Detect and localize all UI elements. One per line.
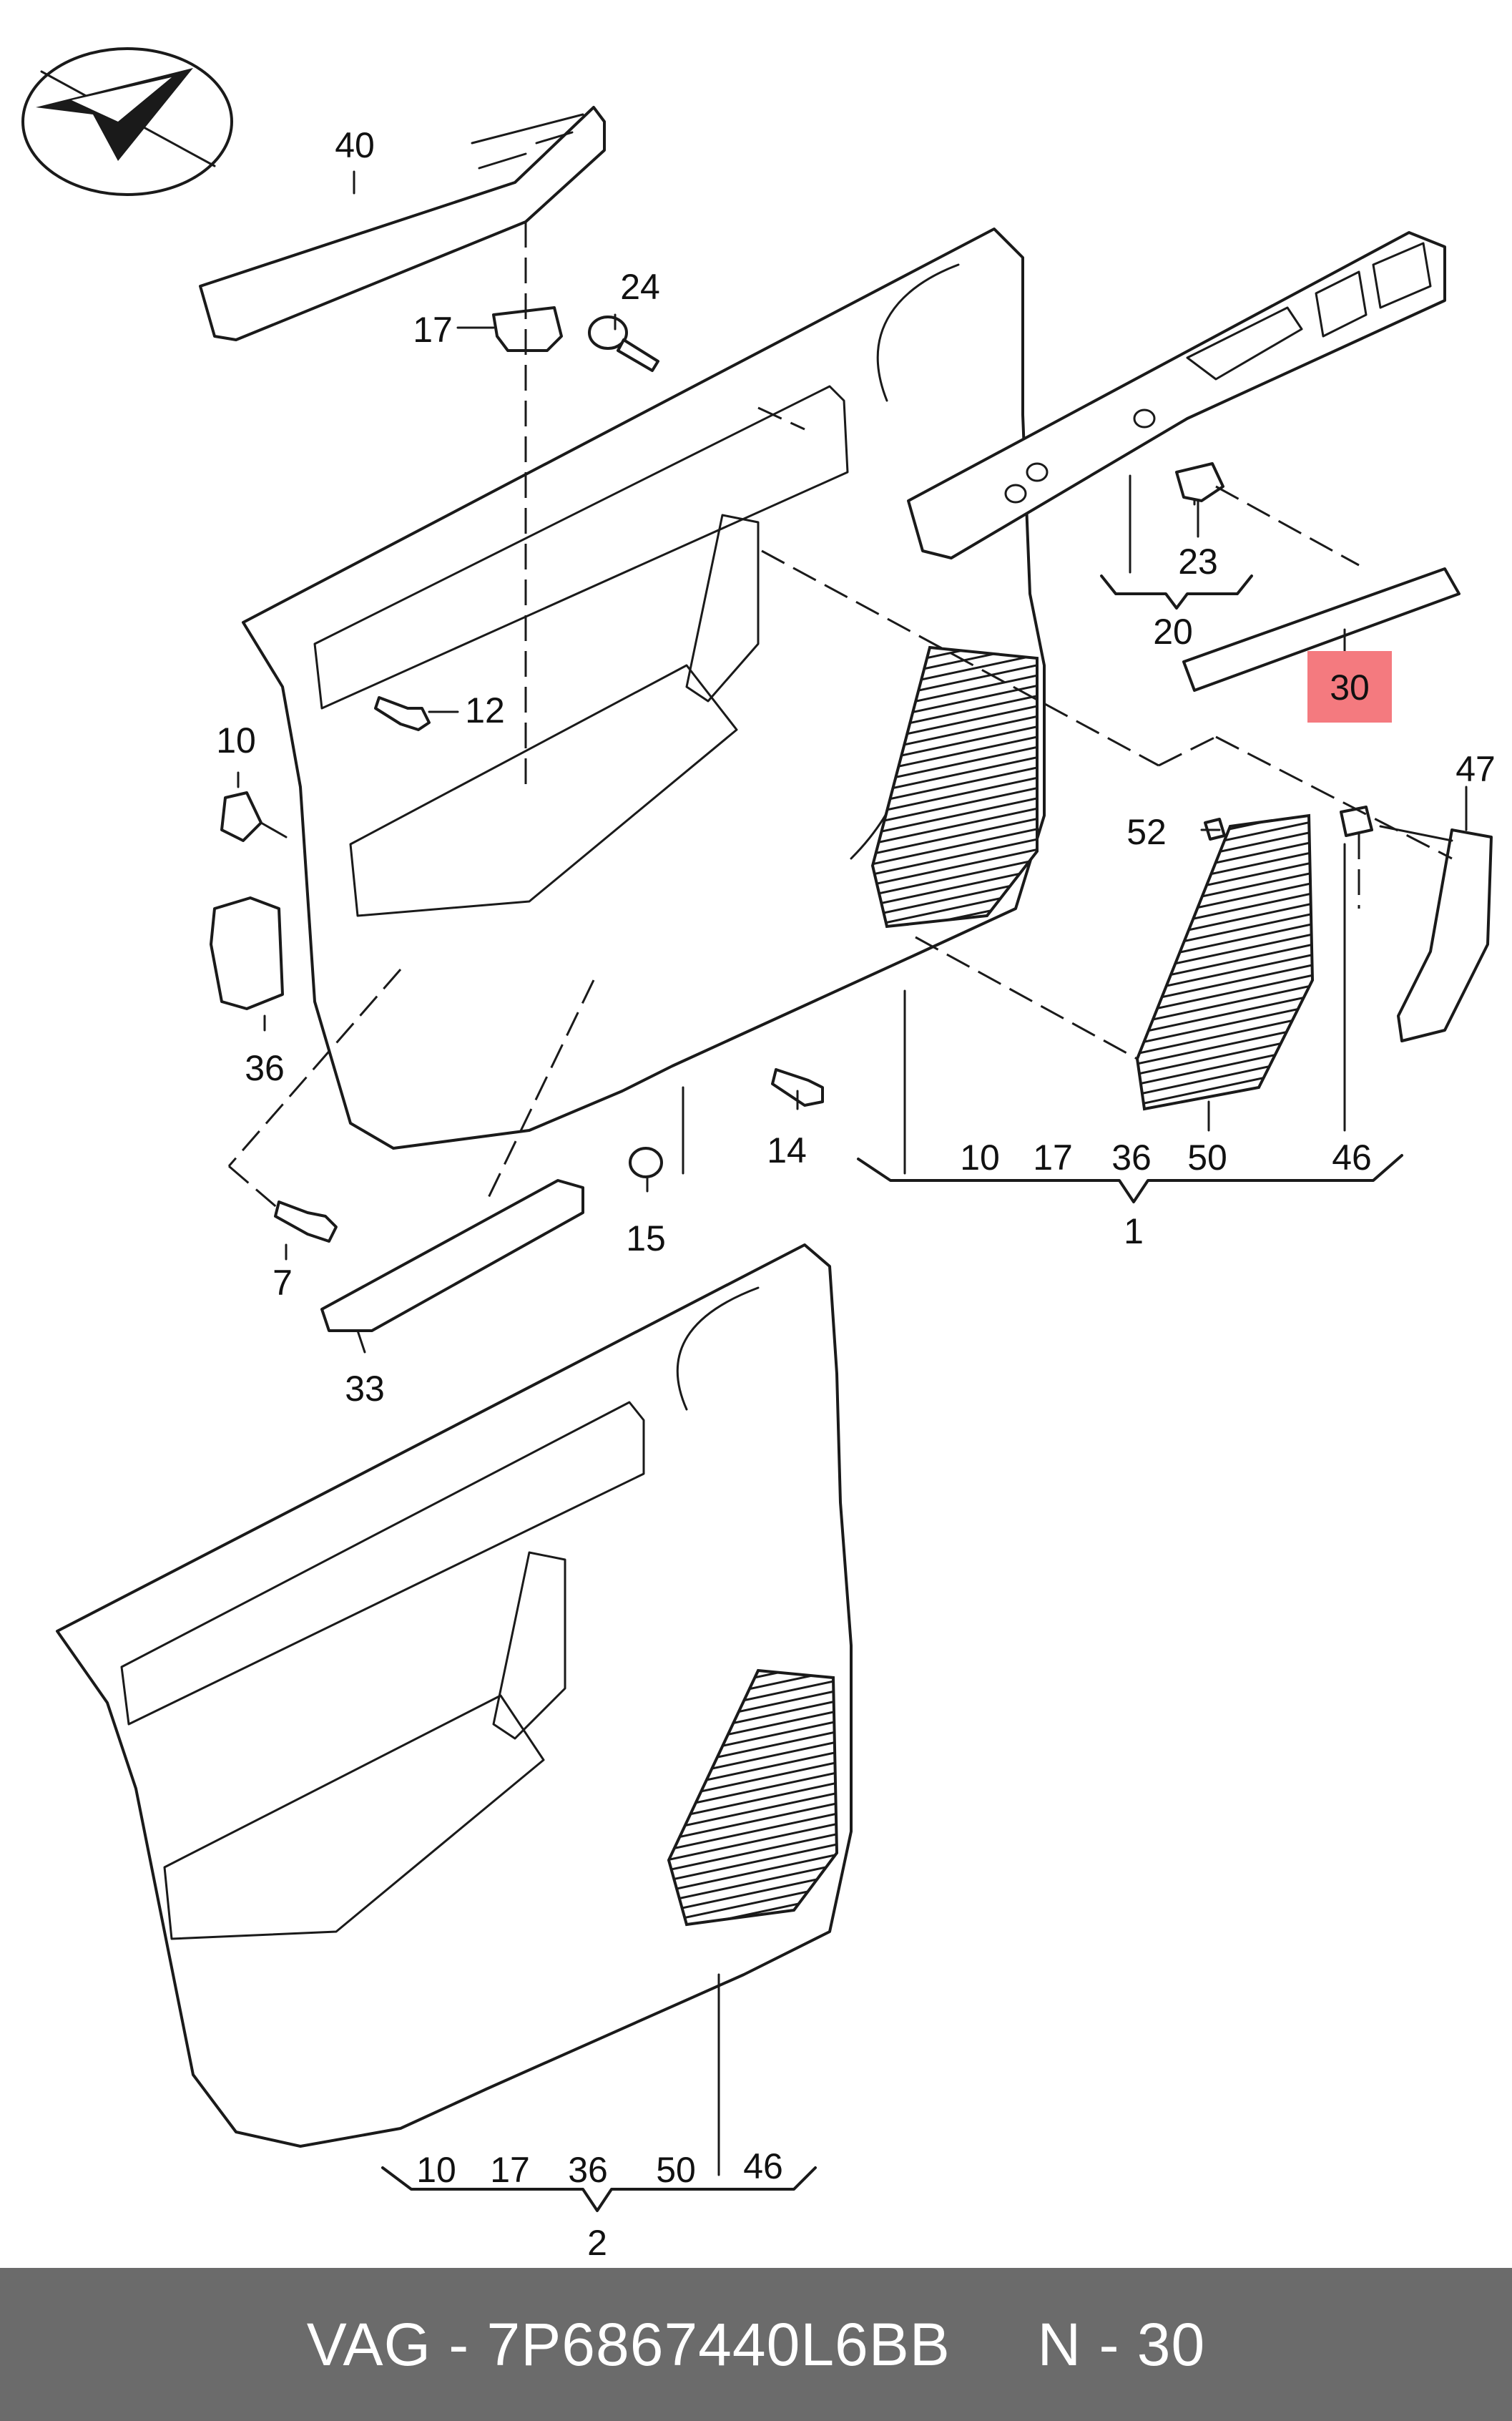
callout-23: 23 [1178,542,1218,582]
leader-lines [227,222,1468,2176]
group-1-item-46: 46 [1332,1138,1372,1178]
group-2-item-36: 36 [568,2150,608,2190]
callout-15: 15 [626,1218,666,1258]
door-2-speaker-grille [667,1668,839,1927]
part-46-clip [1340,806,1373,837]
part-number-footer: VAG - 7P6867440L6BB N - 30 [0,2268,1512,2421]
part-7-screw [274,1200,338,1243]
group-20-bracket [1100,574,1253,610]
door-speaker-grille [870,645,1039,929]
group-2-bracket [381,2166,817,2212]
callout-36: 36 [245,1048,285,1088]
door-panel-assembly-2 [56,1243,853,2148]
group-2-item-10: 10 [416,2150,456,2190]
group-2-item-46: 46 [743,2146,783,2186]
part-17-clip [456,306,563,352]
callout-47: 47 [1455,749,1496,789]
part-15-nut [629,1147,663,1178]
part-33-lower-trim [320,1179,584,1332]
part-14-screw [771,1068,824,1107]
callout-20: 20 [1153,612,1193,652]
part-24-screw [588,316,659,372]
group-1-item-17: 17 [1033,1138,1073,1178]
callout-30: 30 [1330,667,1370,708]
part-12-screw [374,696,459,731]
part-10-clip [220,791,288,842]
group-2-item-17: 17 [490,2150,530,2190]
brand-logo-icon [21,47,233,196]
highlight-box-30 [1307,651,1392,723]
callout-33: 33 [345,1369,385,1409]
footer-part-number: VAG - 7P6867440L6BB N - 30 [306,2310,1206,2378]
callout-10: 10 [216,720,256,760]
part-20-switch-trim [907,231,1446,559]
part-50-speaker-cover [1135,813,1315,1111]
callout-24: 24 [620,267,660,307]
group-1-item-10: 10 [960,1138,1000,1178]
exploded-parts-diagram: 40 17 24 12 10 36 7 33 14 15 23 20 30 47… [21,47,1496,2263]
group-1-bracket [857,1154,1403,1203]
part-30-trim-strip [1182,567,1461,692]
callout-1: 1 [1124,1211,1144,1251]
group-2-item-50: 50 [656,2150,696,2190]
callout-40: 40 [335,125,375,165]
group-1-item-50: 50 [1187,1138,1227,1178]
callout-14: 14 [767,1130,807,1170]
part-23-clip [1175,462,1224,502]
callout-2: 2 [587,2223,607,2263]
callout-7: 7 [273,1263,293,1303]
group-1-item-36: 36 [1111,1138,1152,1178]
part-40-upper-trim [199,106,606,341]
door-panel-main [242,228,1046,1150]
callout-12: 12 [465,690,505,730]
part-36-bracket [210,896,284,1010]
callout-17: 17 [413,310,453,350]
callout-52: 52 [1126,812,1167,852]
part-47-trim [1397,828,1493,1042]
